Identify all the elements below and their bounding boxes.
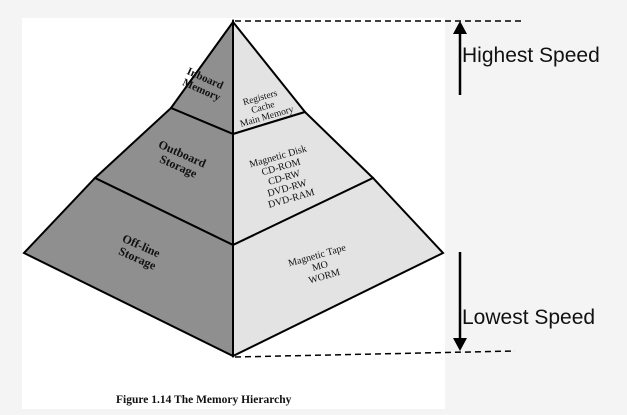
lowest-speed-label: Lowest Speed bbox=[462, 306, 595, 329]
highest-speed-label: Highest Speed bbox=[462, 44, 600, 67]
up-arrowhead-icon bbox=[453, 21, 467, 34]
figure-caption: Figure 1.14 The Memory Hierarchy bbox=[116, 394, 292, 406]
offline-storage-right-face bbox=[232, 176, 445, 358]
bottom-dashed-guide bbox=[234, 350, 516, 358]
down-arrowhead-icon bbox=[453, 338, 467, 351]
